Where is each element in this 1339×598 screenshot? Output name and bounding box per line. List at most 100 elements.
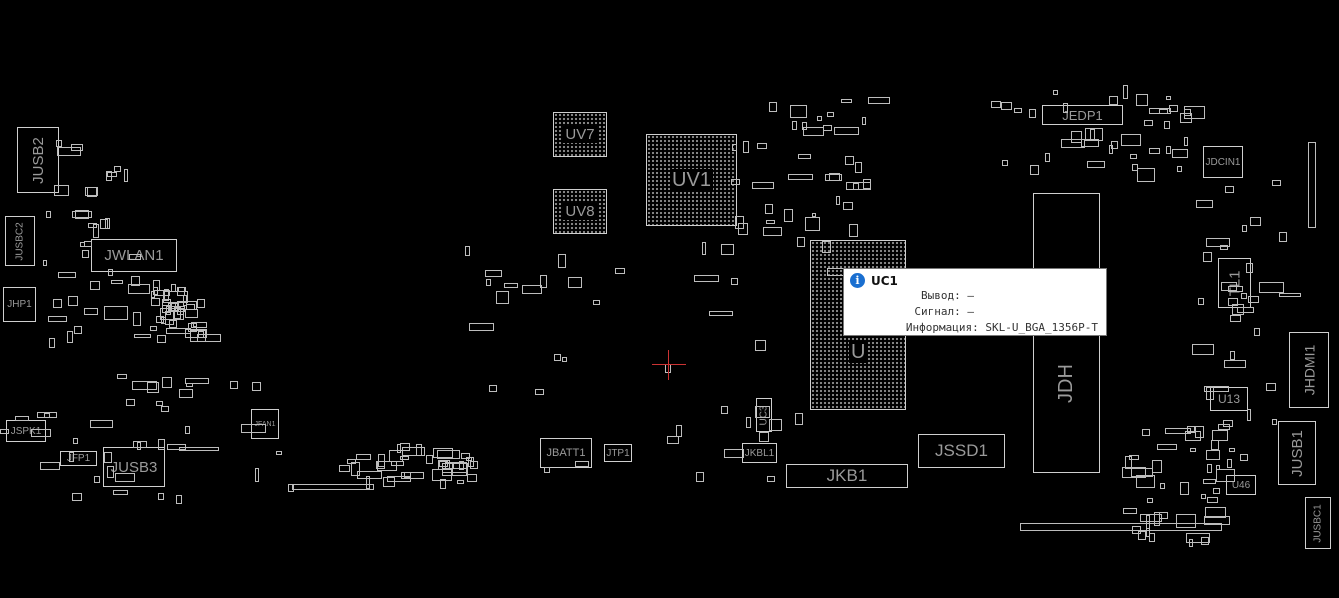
passive-component bbox=[1144, 119, 1153, 127]
passive-component bbox=[757, 143, 767, 150]
passive-component bbox=[1028, 108, 1037, 119]
passive-component bbox=[154, 289, 170, 297]
passive-component bbox=[47, 316, 68, 323]
passive-component bbox=[802, 122, 808, 131]
component-jkbl1[interactable]: JKBL1 bbox=[742, 443, 777, 463]
component-jhdmi1[interactable]: JHDMI1 bbox=[1289, 332, 1329, 408]
component-label: JHDMI1 bbox=[1301, 344, 1317, 396]
component-uc3[interactable]: UC3 bbox=[756, 398, 772, 432]
passive-component bbox=[467, 456, 474, 467]
passive-component bbox=[762, 226, 783, 237]
passive-component bbox=[84, 241, 92, 247]
passive-component bbox=[1070, 130, 1083, 143]
passive-component bbox=[90, 420, 113, 429]
passive-component bbox=[401, 446, 426, 457]
passive-component bbox=[1240, 454, 1249, 462]
component-jhp1[interactable]: JHP1 bbox=[3, 287, 36, 322]
passive-component bbox=[1158, 108, 1169, 114]
passive-component bbox=[783, 209, 794, 222]
passive-component bbox=[399, 455, 409, 461]
component-jfp1[interactable]: JFP1 bbox=[60, 451, 97, 466]
passive-component bbox=[1222, 420, 1233, 428]
passive-component bbox=[0, 428, 10, 435]
component-label: JSSD1 bbox=[935, 441, 988, 460]
passive-component bbox=[1086, 161, 1105, 168]
passive-component bbox=[1060, 139, 1086, 148]
component-jwlan1[interactable]: JWLAN1 bbox=[91, 239, 177, 272]
component-jssd1[interactable]: JSSD1 bbox=[918, 434, 1005, 468]
passive-component bbox=[1219, 245, 1229, 251]
component-uv7[interactable]: UV7 bbox=[553, 112, 607, 157]
passive-component bbox=[769, 419, 783, 432]
passive-component bbox=[161, 406, 170, 413]
passive-component bbox=[1108, 96, 1118, 106]
component-jtp1[interactable]: JTP1 bbox=[604, 444, 632, 462]
passive-component bbox=[30, 428, 52, 438]
component-label: JUSBC1 bbox=[1312, 503, 1324, 543]
passive-component bbox=[1145, 527, 1151, 537]
passive-component bbox=[615, 267, 625, 275]
component-uv8[interactable]: UV8 bbox=[553, 189, 607, 234]
component-jdcin1[interactable]: JDCIN1 bbox=[1203, 146, 1243, 178]
passive-component bbox=[197, 330, 204, 339]
passive-component bbox=[1164, 121, 1171, 129]
component-label: JUSB3 bbox=[110, 458, 158, 476]
passive-component bbox=[1183, 106, 1206, 119]
passive-component bbox=[164, 288, 169, 301]
passive-component bbox=[1192, 343, 1214, 356]
passive-component bbox=[197, 299, 206, 308]
passive-component bbox=[92, 224, 100, 238]
passive-component bbox=[459, 460, 464, 471]
component-label: U bbox=[849, 341, 868, 363]
component-jusb2[interactable]: JUSB2 bbox=[17, 127, 59, 193]
passive-component bbox=[1245, 262, 1253, 273]
component-u46[interactable]: U46 bbox=[1226, 475, 1256, 495]
component-jkb1[interactable]: JKB1 bbox=[786, 464, 908, 488]
passive-component bbox=[1216, 469, 1235, 483]
passive-component bbox=[156, 315, 164, 324]
passive-component bbox=[39, 462, 61, 470]
passive-component bbox=[544, 466, 550, 473]
passive-component bbox=[366, 475, 371, 490]
component-jusbc1[interactable]: JUSBC1 bbox=[1305, 497, 1331, 549]
passive-component bbox=[694, 275, 720, 283]
component-uv1[interactable]: UV1 bbox=[646, 134, 737, 226]
component-label: JHP1 bbox=[7, 299, 32, 310]
passive-component bbox=[1215, 464, 1220, 470]
passive-component bbox=[1230, 315, 1241, 323]
passive-component bbox=[1140, 514, 1163, 522]
passive-component bbox=[805, 217, 820, 231]
passive-component bbox=[80, 241, 86, 248]
component-tl1[interactable]: TL1 bbox=[1218, 258, 1251, 308]
passive-component bbox=[93, 476, 100, 483]
passive-component bbox=[759, 432, 770, 442]
passive-component bbox=[128, 284, 151, 294]
passive-component bbox=[1175, 514, 1196, 528]
passive-component bbox=[1153, 512, 1161, 526]
passive-component bbox=[849, 223, 858, 238]
passive-component bbox=[1148, 108, 1171, 115]
passive-component bbox=[1201, 493, 1207, 500]
component-jedp1[interactable]: JEDP1 bbox=[1042, 105, 1123, 125]
passive-component bbox=[702, 241, 707, 255]
component-label: UV7 bbox=[563, 126, 597, 143]
passive-component bbox=[1013, 107, 1022, 114]
connector-strip bbox=[1020, 523, 1222, 531]
passive-component bbox=[1001, 102, 1013, 110]
passive-component bbox=[162, 376, 172, 388]
component-jbatt1[interactable]: JBATT1 bbox=[540, 438, 592, 468]
component-jusbc2[interactable]: JUSBC2 bbox=[5, 216, 35, 266]
passive-component bbox=[1188, 538, 1194, 547]
passive-component bbox=[387, 476, 412, 483]
passive-component bbox=[254, 467, 259, 482]
passive-component bbox=[1136, 475, 1156, 489]
passive-component bbox=[824, 173, 842, 182]
passive-component bbox=[48, 338, 56, 348]
passive-component bbox=[1120, 133, 1141, 146]
signal-label: Сигнал: bbox=[914, 305, 961, 318]
passive-component bbox=[99, 219, 109, 229]
component-jusb1[interactable]: JUSB1 bbox=[1278, 421, 1316, 485]
passive-component bbox=[158, 438, 165, 451]
passive-component bbox=[72, 493, 82, 502]
